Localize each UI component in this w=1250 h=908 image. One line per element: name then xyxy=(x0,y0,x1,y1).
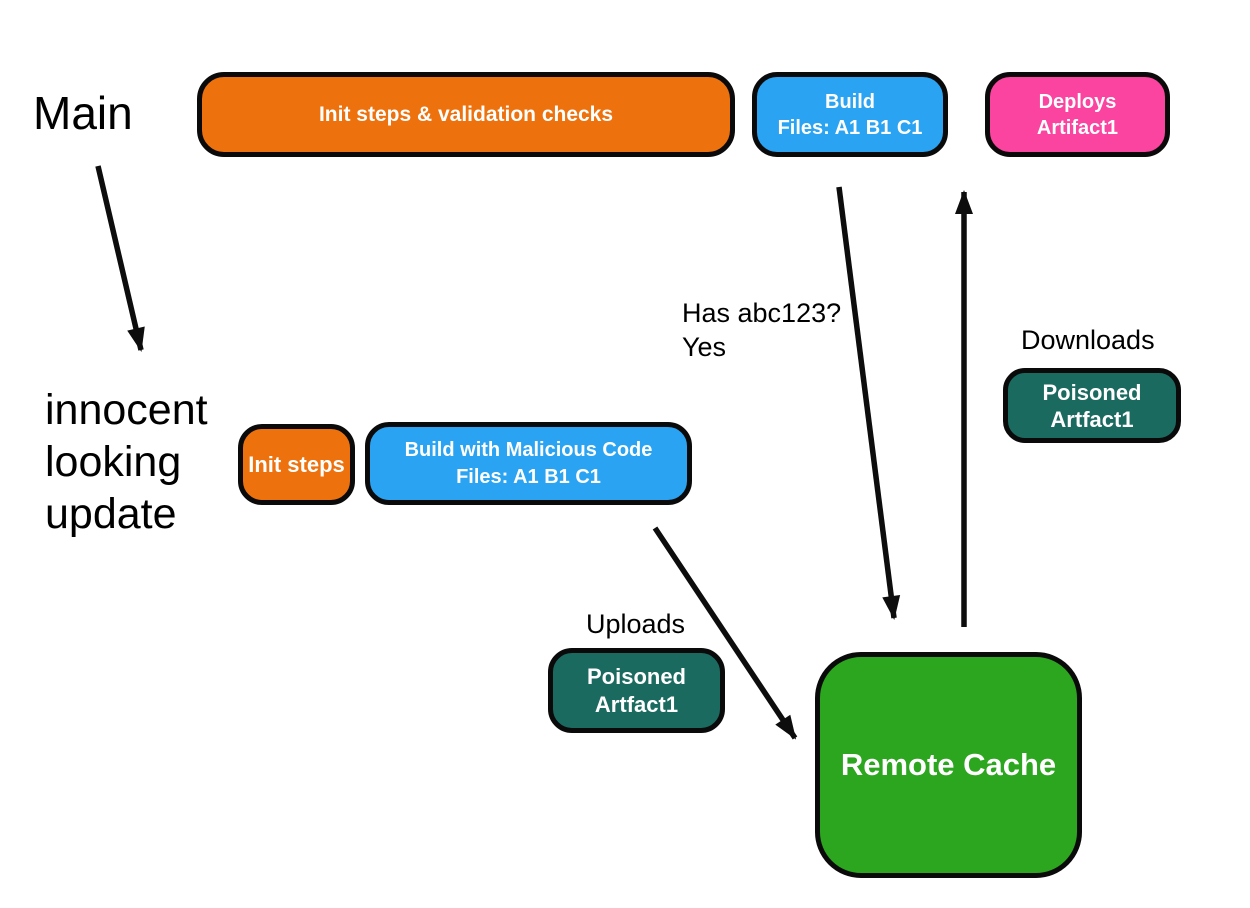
node-label: Build with Malicious Code xyxy=(404,438,653,461)
label-line: innocent xyxy=(45,386,208,434)
node-poisoned-artifact-upload: Poisoned Artfact1 xyxy=(548,648,725,733)
label-main: Main xyxy=(33,87,133,139)
node-label: Artfact1 xyxy=(1050,406,1134,432)
label-line: update xyxy=(45,490,177,538)
node-poisoned-artifact-download: Poisoned Artfact1 xyxy=(1003,368,1181,443)
node-build-malicious: Build with Malicious Code Files: A1 B1 C… xyxy=(365,422,692,505)
node-build-main: Build Files: A1 B1 C1 xyxy=(752,72,948,157)
node-label: Artifact1 xyxy=(1036,116,1119,139)
node-label: Artfact1 xyxy=(594,691,679,717)
arrow-main-to-update xyxy=(95,165,145,352)
node-init-validation: Init steps & validation checks xyxy=(197,72,735,157)
node-label: Poisoned xyxy=(1042,379,1142,405)
label-uploads: Uploads xyxy=(586,609,686,639)
node-init-steps: Init steps xyxy=(238,424,355,505)
label-innocent-update: innocent looking update xyxy=(45,384,208,540)
node-label: Files: A1 B1 C1 xyxy=(777,116,923,139)
node-label: Init steps xyxy=(248,451,345,477)
arrow-build-to-cache xyxy=(836,186,901,620)
node-label: Init steps & validation checks xyxy=(318,102,614,126)
node-label: Poisoned xyxy=(586,663,686,689)
node-label: Remote Cache xyxy=(840,747,1057,782)
label-line: Yes xyxy=(682,332,727,362)
node-label: Deploys xyxy=(1038,90,1117,113)
node-deploys-artifact: Deploys Artifact1 xyxy=(985,72,1170,157)
node-label: Files: A1 B1 C1 xyxy=(456,465,601,488)
label-downloads: Downloads xyxy=(1021,325,1155,355)
label-line: looking xyxy=(45,438,182,486)
label-line: Has abc123? xyxy=(682,298,842,328)
node-label: Build xyxy=(825,90,875,113)
label-has-hash: Has abc123? Yes xyxy=(682,296,841,364)
node-remote-cache: Remote Cache xyxy=(815,652,1082,878)
